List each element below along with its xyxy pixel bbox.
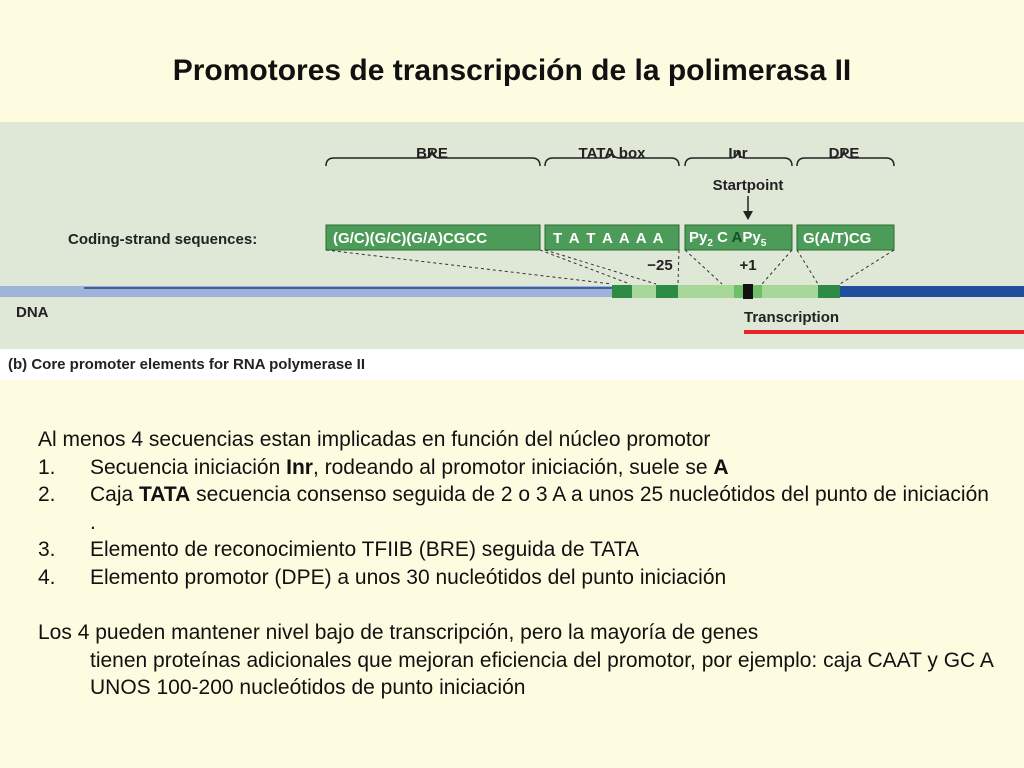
- transcription-arrow: [744, 330, 1024, 334]
- bre-sequence-box: [325, 224, 541, 251]
- list-text: Elemento promotor (DPE) a unos 30 nucleó…: [90, 565, 727, 589]
- coding-strand-label: Coding-strand sequences:: [68, 231, 257, 248]
- closing-paragraph-continued: tienen proteínas adicionales que mejoran…: [90, 648, 993, 700]
- list-item: 2. Caja TATA secuencia consenso seguida …: [38, 481, 998, 536]
- promoter-diagram: BRE TATA box Inr DPE Startpoint Coding-s…: [0, 122, 1024, 380]
- bre-sequence: (G/C)(G/C)(G/A)CGCC: [333, 230, 487, 247]
- bre-label: BRE: [416, 145, 448, 162]
- dna-strand: [0, 284, 1024, 299]
- position-minus25: −25: [647, 257, 672, 274]
- tata-sequence-box: [544, 224, 680, 251]
- dpe-sequence: G(A/T)CG: [803, 230, 871, 247]
- list-text: Secuencia iniciación Inr, rodeando al pr…: [90, 455, 729, 479]
- sequence-boxes: [325, 224, 895, 251]
- list-number: 3.: [38, 538, 56, 561]
- startpoint-label: Startpoint: [713, 177, 784, 194]
- inr-label: Inr: [728, 145, 747, 162]
- slide-title: Promotores de transcripción de la polime…: [172, 54, 852, 87]
- dpe-label: DPE: [829, 145, 860, 162]
- intro-paragraph: Al menos 4 secuencias estan implicadas e…: [38, 428, 711, 451]
- element-braces: [325, 149, 895, 167]
- transcription-label: Transcription: [744, 309, 839, 326]
- body-text: Al menos 4 secuencias estan implicadas e…: [38, 426, 998, 702]
- projection-lines: [325, 249, 895, 285]
- tata-sequence: T A T A A A A: [553, 230, 665, 247]
- list-number: 1.: [38, 455, 56, 479]
- position-plus1: +1: [739, 257, 756, 274]
- figure-caption: (b) Core promoter elements for RNA polym…: [8, 356, 365, 373]
- promoter-diagram-svg: BRE TATA box Inr DPE Startpoint Coding-s…: [0, 145, 1024, 380]
- list-item: 4. Elemento promotor (DPE) a unos 30 nuc…: [38, 564, 998, 592]
- caption-background: [0, 349, 1024, 380]
- list-item: 3. Elemento de reconocimiento TFIIB (BRE…: [38, 536, 998, 564]
- dna-label: DNA: [16, 304, 49, 321]
- list-text: Caja TATA secuencia consenso seguida de …: [90, 483, 989, 534]
- inr-sequence-box: [684, 224, 793, 251]
- dpe-sequence-box: [796, 224, 895, 251]
- startpoint-arrow-icon: [743, 196, 753, 220]
- list-number: 2.: [38, 483, 56, 506]
- list-item: 1. Secuencia iniciación Inr, rodeando al…: [38, 454, 998, 482]
- list-text: Elemento de reconocimiento TFIIB (BRE) s…: [90, 538, 639, 561]
- tata-box-label: TATA box: [579, 145, 647, 162]
- inr-sequence: Py2 C APy5: [689, 229, 767, 249]
- closing-paragraph: Los 4 pueden mantener nivel bajo de tran…: [38, 621, 759, 644]
- list-number: 4.: [38, 565, 56, 589]
